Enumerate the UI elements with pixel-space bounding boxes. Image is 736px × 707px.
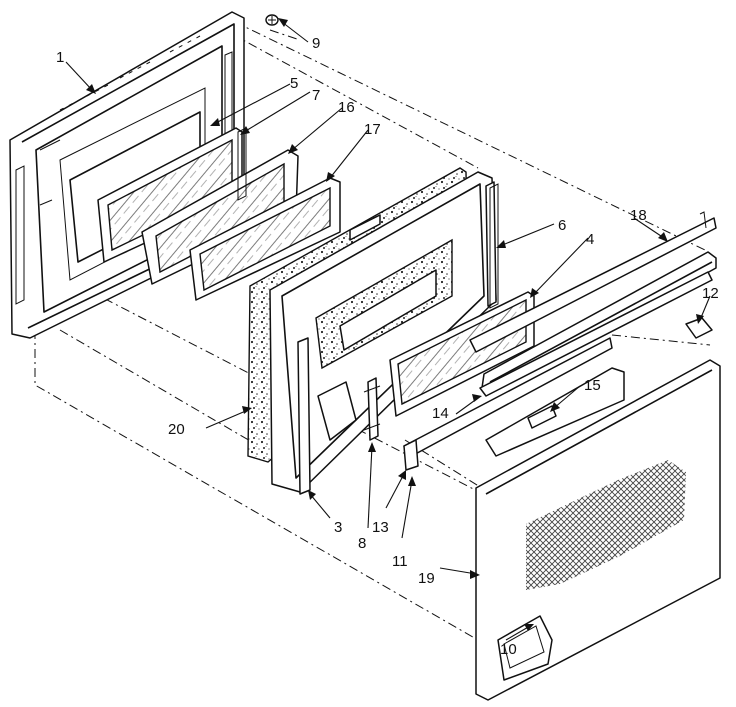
label-part-12: 12 [702, 285, 719, 302]
leader-arrowheads [86, 18, 704, 631]
part-10-door-glass-cutaway [503, 625, 545, 669]
label-part-18: 18 [630, 207, 647, 224]
label-part-8: 8 [358, 535, 366, 552]
label-part-15: 15 [584, 377, 601, 394]
part-labels: 1 9 5 7 16 17 18 6 4 12 15 14 20 3 13 8 … [56, 35, 719, 658]
label-part-13: 13 [372, 519, 389, 536]
part-12-handle-end-cap [685, 317, 713, 339]
part-6-side-channel [489, 183, 499, 309]
leader-lines [65, 21, 711, 641]
label-part-1: 1 [56, 49, 64, 66]
label-part-3: 3 [334, 519, 342, 536]
part-15-handle-insert [485, 367, 625, 457]
label-part-17: 17 [364, 121, 381, 138]
label-part-11: 11 [392, 553, 408, 570]
part-8-hinge-bracket [363, 377, 381, 441]
label-part-5: 5 [290, 75, 298, 92]
part-16-glass-retainer [141, 149, 299, 285]
label-part-14: 14 [432, 405, 449, 422]
label-part-16: 16 [338, 99, 355, 116]
part-7-glass-pack-frame [237, 127, 247, 201]
part-3-inner-door-liner [269, 171, 497, 495]
label-part-9: 9 [312, 35, 320, 52]
label-part-7: 7 [312, 87, 320, 104]
label-part-4: 4 [586, 231, 594, 248]
label-part-10: 10 [500, 641, 517, 658]
part-17-window-glass [189, 177, 341, 301]
label-part-6: 6 [558, 217, 566, 234]
part-13-bottom-trim [403, 337, 613, 471]
label-part-20: 20 [168, 421, 185, 438]
part-9-screw [265, 14, 279, 26]
label-part-19: 19 [418, 570, 435, 587]
part-19-outer-door-skin [475, 359, 721, 701]
part-14-handle-trim [479, 271, 713, 397]
